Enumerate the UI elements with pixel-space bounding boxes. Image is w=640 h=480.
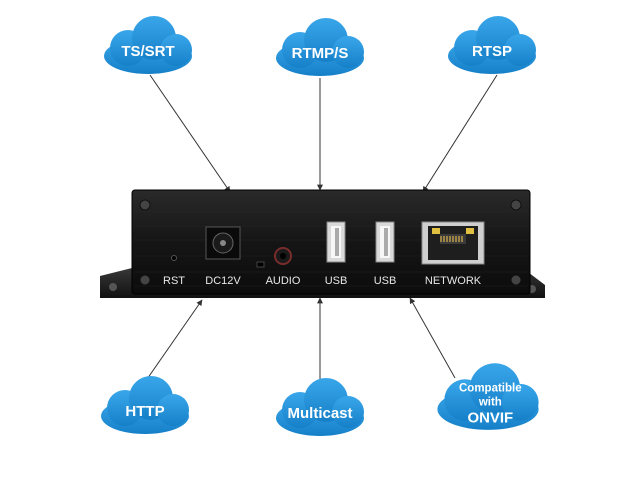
leader-rtsp bbox=[422, 74, 498, 193]
cloud-onvif: Compatible with ONVIF bbox=[437, 363, 539, 430]
cloud-label-http: HTTP bbox=[125, 403, 164, 420]
screw-icon bbox=[139, 199, 522, 286]
cloud-rtmp: RTMP/S bbox=[276, 18, 364, 76]
cloud-label-compat-1: Compatible bbox=[459, 383, 522, 395]
port-label-usb-1: USB bbox=[325, 275, 348, 287]
cloud-label-multicast: Multicast bbox=[287, 405, 352, 422]
cloud-label-compat-2: with bbox=[478, 396, 502, 408]
leader-http bbox=[144, 299, 203, 383]
port-label-usb-2: USB bbox=[374, 275, 397, 287]
cloud-label-rtmp: RTMP/S bbox=[292, 45, 349, 62]
leader-lines bbox=[144, 74, 498, 385]
cloud-multicast: Multicast bbox=[276, 378, 364, 436]
cloud-label-rtsp: RTSP bbox=[472, 43, 512, 60]
reset-button-hole[interactable] bbox=[171, 255, 177, 261]
port-label-rst: RST bbox=[163, 275, 185, 287]
cloud-label-compat-3: ONVIF bbox=[467, 409, 513, 426]
cloud-ts-srt: TS/SRT bbox=[104, 16, 192, 74]
leader-onvif bbox=[409, 297, 456, 379]
port-label-dc: DC12V bbox=[205, 275, 241, 287]
leader-ts-srt bbox=[149, 74, 231, 193]
port-label-audio: AUDIO bbox=[266, 275, 301, 287]
cloud-label-ts-srt: TS/SRT bbox=[121, 43, 174, 60]
flange-hole-left bbox=[109, 283, 117, 291]
cloud-rtsp: RTSP bbox=[448, 16, 536, 74]
cloud-http: HTTP bbox=[101, 376, 189, 434]
status-led bbox=[256, 261, 265, 268]
port-label-network: NETWORK bbox=[425, 275, 482, 287]
encoder-device: RST DC12V AUDIO USB USB bbox=[100, 189, 545, 298]
